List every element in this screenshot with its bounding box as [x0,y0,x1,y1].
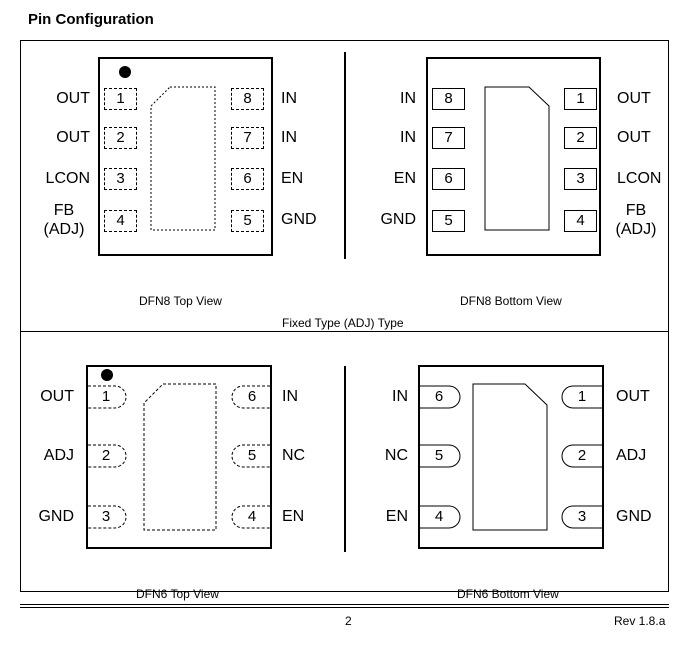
pin-config-frame [20,40,669,592]
page-title: Pin Configuration [28,11,154,28]
pin-pad-outline [420,385,461,409]
exposed-pad-outline [472,383,548,531]
pin-pad: 1 [101,388,111,405]
pin-pad: 8 [432,88,465,110]
pin-pad: 5 [432,210,465,232]
pin-label: GND [38,508,74,525]
pin-pad-outline [561,505,602,529]
pin-pad: 1 [564,88,597,110]
pin-pad: 5 [231,210,264,232]
view-caption: DFN6 Top View [136,587,219,601]
pin-pad-outline [561,444,602,468]
pin-label: EN [385,508,408,525]
pin-pad: 4 [434,508,444,525]
exposed-pad-outline [484,86,550,231]
footer-rule [20,604,669,605]
section-caption: Fixed Type (ADJ) Type [282,316,404,330]
pin-label: IN [281,90,297,107]
pin-pad: 6 [432,168,465,190]
pin-pad: 7 [432,127,465,149]
pin-label: ADJ [616,447,647,464]
pin-label: IN [282,388,298,405]
pin-label: IN [281,129,297,146]
pin-pad: 4 [247,508,257,525]
pin-label: GND [380,211,416,228]
pin-label: OUT [617,90,651,107]
view-caption: DFN8 Bottom View [460,294,562,308]
section-divider [20,331,669,332]
pin-pad-outline [561,385,602,409]
revision-label: Rev 1.8.a [614,614,666,628]
pin-label: EN [393,170,416,187]
pin-label: EN [281,170,304,187]
view-divider [344,366,346,552]
pin-pad: 5 [247,447,257,464]
pin-pad: 2 [101,447,111,464]
pin-label: LCON [617,170,662,187]
pin1-marker-icon [101,369,113,381]
pin-pad: 4 [564,210,597,232]
pin-pad: 6 [247,388,257,405]
pin-pad: 3 [577,508,587,525]
exposed-pad-outline [143,383,217,531]
pin-label: GND [616,508,652,525]
pin-label: OUT [616,388,650,405]
pin-pad: 8 [231,88,264,110]
view-divider [344,52,346,259]
pin-pad: 2 [104,127,137,149]
pin-pad: 3 [101,508,111,525]
pin-label: OUT [56,129,90,146]
pin-label: FB (ADJ) [615,202,657,238]
pin-label: FB (ADJ) [43,202,85,238]
pin-label: LCON [45,170,90,187]
pin-pad: 1 [577,388,587,405]
pin-label: IN [400,129,416,146]
pin-label: EN [282,508,305,525]
pin-pad: 6 [231,168,264,190]
exposed-pad-outline [150,86,216,231]
view-caption: DFN8 Top View [139,294,222,308]
pin-pad: 3 [564,168,597,190]
pin-label: OUT [56,90,90,107]
pin1-marker-icon [119,66,131,78]
pin-label: IN [400,90,416,107]
pin-pad: 3 [104,168,137,190]
pin-pad: 4 [104,210,137,232]
pin-label: IN [392,388,408,405]
footer-rule [20,607,669,608]
pin-pad: 7 [231,127,264,149]
pin-label: NC [384,447,408,464]
view-caption: DFN6 Bottom View [457,587,559,601]
page-number: 2 [345,614,352,628]
pin-pad: 6 [434,388,444,405]
pin-pad: 1 [104,88,137,110]
pin-pad: 2 [577,447,587,464]
pin-pad: 2 [564,127,597,149]
pin-label: OUT [40,388,74,405]
dfn6-bottom-package [418,365,604,549]
pin-pad-outline [420,505,461,529]
pin-label: NC [282,447,306,464]
pin-pad: 5 [434,447,444,464]
pin-label: ADJ [43,447,74,464]
pin-label: GND [281,211,317,228]
pin-pad-outline [420,444,461,468]
dfn6-top-package [86,365,272,549]
pin-label: OUT [617,129,651,146]
